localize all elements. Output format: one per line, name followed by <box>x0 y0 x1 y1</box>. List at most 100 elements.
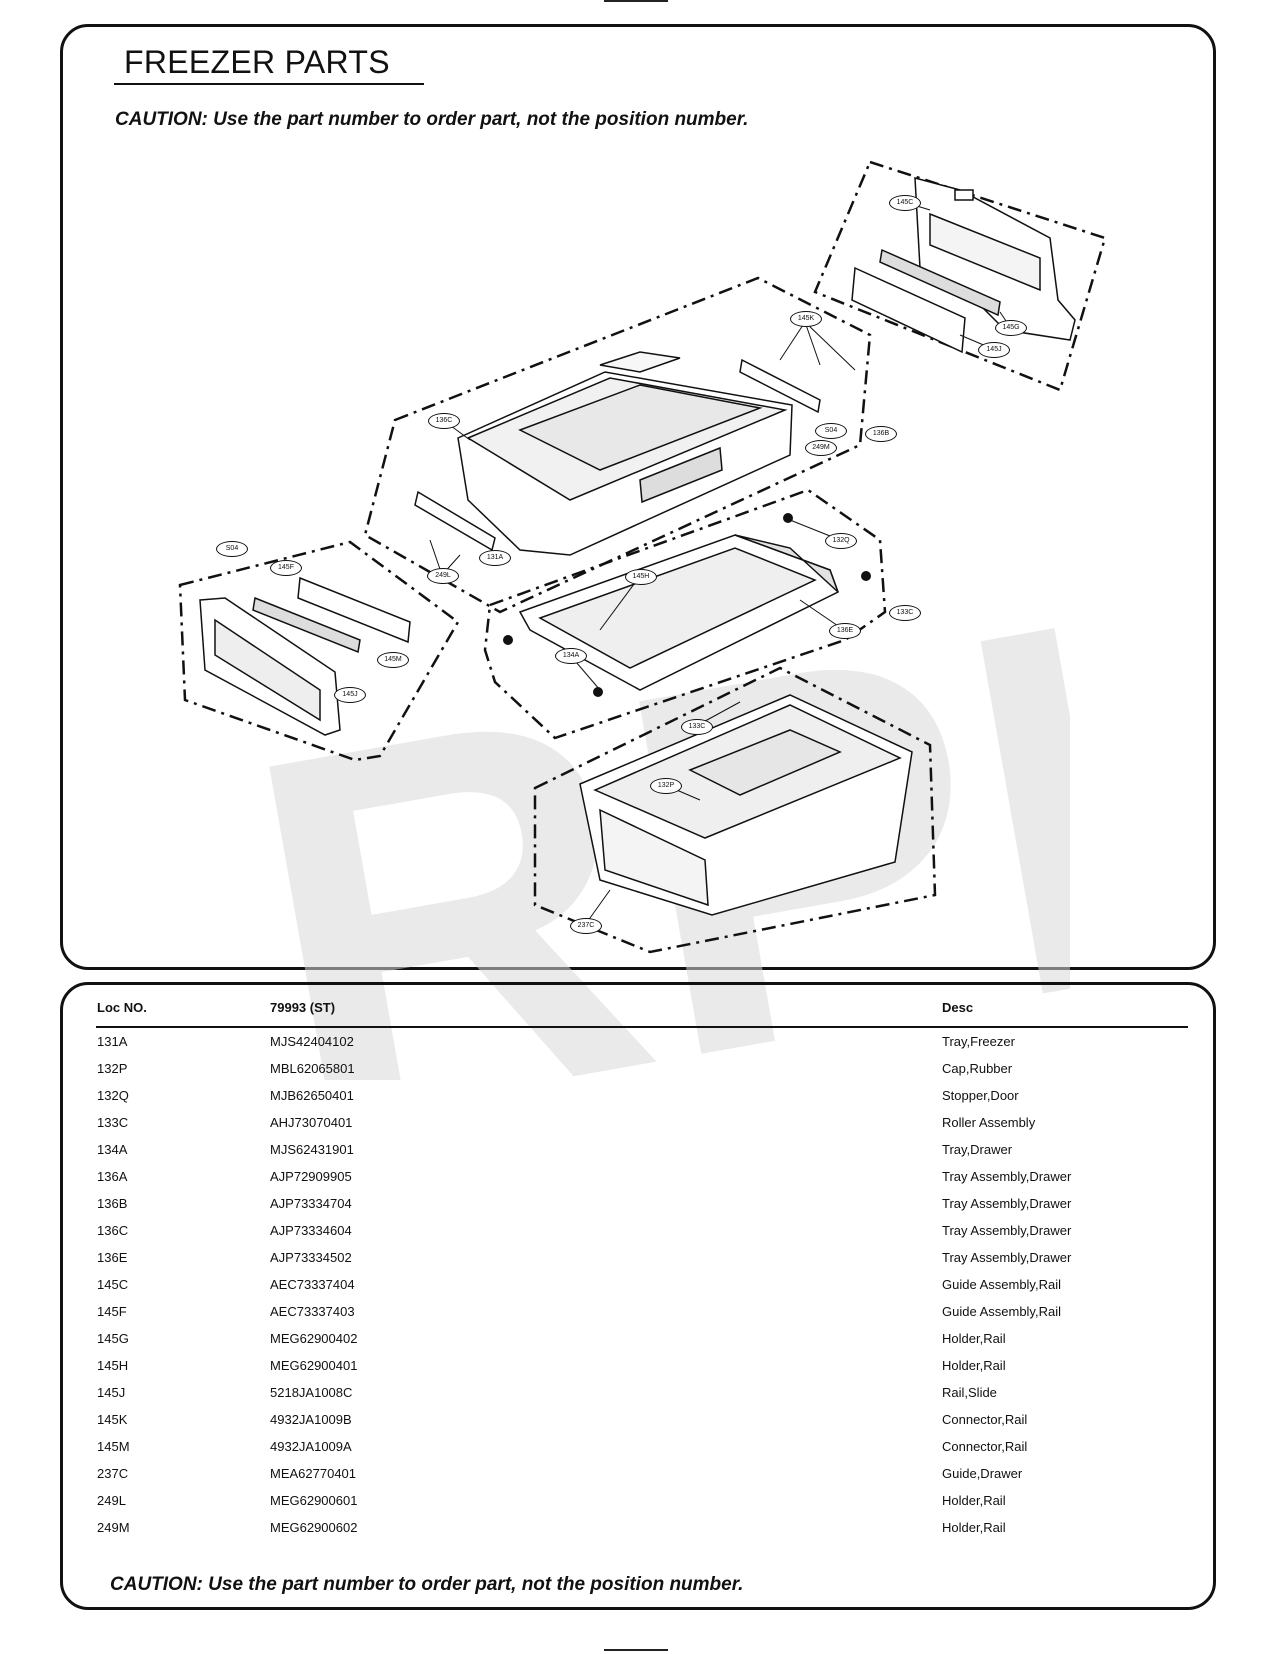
group-outline-136a <box>533 666 937 954</box>
table-cell-part-number: MEG62900402 <box>270 1331 358 1346</box>
table-cell-loc-no: 136A <box>97 1169 128 1184</box>
table-cell-loc-no: 145G <box>97 1331 129 1346</box>
table-cell-part-number: AJP72909905 <box>270 1169 352 1184</box>
exploded-parts-diagram <box>178 160 1107 954</box>
rail-holder-145h <box>199 597 341 736</box>
table-cell-loc-no: 136C <box>97 1223 129 1238</box>
callout-label: 249M <box>805 440 837 456</box>
diagram-panel <box>60 24 1216 970</box>
table-cell-part-number: 4932JA1009B <box>270 1412 352 1427</box>
table-cell-loc-no: 145K <box>97 1412 128 1427</box>
table-cell-description: Roller Assembly <box>942 1115 1036 1130</box>
callout-label: 145G <box>995 320 1027 336</box>
table-cell-description: Holder,Rail <box>942 1331 1006 1346</box>
callout-label: 136B <box>865 426 897 442</box>
table-cell-part-number: MEG62900401 <box>270 1358 358 1373</box>
callout-label: 145M <box>377 652 409 668</box>
callout-label: 134A <box>555 648 587 664</box>
callout-label: S04 <box>216 541 248 557</box>
table-cell-loc-no: 132P <box>97 1061 128 1076</box>
table-cell-part-number: MBL62065801 <box>270 1061 355 1076</box>
column-header-loc-no: Loc NO. <box>97 1000 147 1015</box>
table-cell-description: Tray Assembly,Drawer <box>942 1196 1072 1211</box>
callout-label: 131A <box>479 550 511 566</box>
table-cell-description: Tray Assembly,Drawer <box>942 1169 1072 1184</box>
table-cell-description: Tray Assembly,Drawer <box>942 1250 1072 1265</box>
callout-label: 136E <box>829 623 861 639</box>
roller-dots <box>503 513 871 697</box>
table-cell-description: Tray,Drawer <box>942 1142 1013 1157</box>
table-cell-loc-no: 132Q <box>97 1088 129 1103</box>
column-header-description: Desc <box>942 1000 974 1015</box>
table-cell-part-number: AEC73337403 <box>270 1304 355 1319</box>
page-bottom-mark <box>604 1649 668 1651</box>
table-cell-description: Holder,Rail <box>942 1493 1006 1508</box>
table-cell-loc-no: 145H <box>97 1358 129 1373</box>
caution-note-top: CAUTION: Use the part number to order pa… <box>115 109 749 130</box>
drawer-basket-136a <box>579 694 913 916</box>
table-cell-description: Cap,Rubber <box>942 1061 1013 1076</box>
table-cell-loc-no: 145F <box>97 1304 127 1319</box>
table-cell-loc-no: 145C <box>97 1277 129 1292</box>
table-cell-part-number: MEG62900601 <box>270 1493 358 1508</box>
table-cell-loc-no: 249L <box>97 1493 126 1508</box>
rail-holder-249m <box>739 358 821 414</box>
table-cell-description: Stopper,Door <box>942 1088 1019 1103</box>
callout-label: 237C <box>570 918 602 934</box>
group-outline-136e <box>483 488 887 740</box>
rail-holder-145g <box>914 177 1076 341</box>
table-cell-part-number: 4932JA1009A <box>270 1439 352 1454</box>
table-cell-loc-no: 145J <box>97 1385 126 1400</box>
callout-label: 136C <box>428 413 460 429</box>
column-header-part-number: 79993 (ST) <box>270 1000 336 1015</box>
table-cell-loc-no: 133C <box>97 1115 129 1130</box>
table-cell-loc-no: 136B <box>97 1196 128 1211</box>
slide-rail-145j <box>879 248 1001 317</box>
table-cell-part-number: MEG62900602 <box>270 1520 358 1535</box>
table-cell-description: Tray Assembly,Drawer <box>942 1223 1072 1238</box>
table-cell-description: Guide Assembly,Rail <box>942 1277 1061 1292</box>
table-cell-part-number: MEA62770401 <box>270 1466 357 1481</box>
caution-note-bottom: CAUTION: Use the part number to order pa… <box>110 1574 744 1595</box>
group-outline-145c <box>813 160 1107 392</box>
table-cell-description: Tray,Freezer <box>942 1034 1015 1049</box>
table-cell-part-number: AJP73334502 <box>270 1250 352 1265</box>
table-cell-description: Holder,Rail <box>942 1358 1006 1373</box>
table-cell-part-number: MJS62431901 <box>270 1142 354 1157</box>
table-cell-description: Guide,Drawer <box>942 1466 1023 1481</box>
callout-label: 145H <box>625 569 657 585</box>
table-cell-description: Rail,Slide <box>942 1385 997 1400</box>
table-cell-part-number: AHJ73070401 <box>270 1115 353 1130</box>
table-cell-loc-no: 134A <box>97 1142 128 1157</box>
callout-label: 145K <box>790 311 822 327</box>
table-cell-description: Connector,Rail <box>942 1439 1028 1454</box>
table-cell-loc-no: 145M <box>97 1439 130 1454</box>
group-outline-136c <box>363 276 872 614</box>
table-cell-part-number: MJB62650401 <box>270 1088 354 1103</box>
header-divider <box>96 1026 1188 1028</box>
table-cell-description: Guide Assembly,Rail <box>942 1304 1061 1319</box>
table-cell-loc-no: 136E <box>97 1250 128 1265</box>
leader-lines <box>429 201 1011 926</box>
page-title: FREEZER PARTS <box>124 44 390 80</box>
table-cell-part-number: AJP73334604 <box>270 1223 352 1238</box>
table-cell-part-number: AJP73334704 <box>270 1196 352 1211</box>
table-cell-description: Connector,Rail <box>942 1412 1028 1427</box>
callout-label: 145J <box>978 342 1010 358</box>
callout-label: 133C <box>681 719 713 735</box>
drawer-tray-134a <box>518 534 839 691</box>
table-cell-loc-no: 249M <box>97 1520 130 1535</box>
parts-table-panel <box>60 982 1216 1610</box>
rail-connector-145m <box>297 576 411 644</box>
table-cell-loc-no: 237C <box>97 1466 129 1481</box>
callout-label: 132Q <box>825 533 857 549</box>
group-outline-145f <box>178 540 460 762</box>
callout-label: 145F <box>270 560 302 576</box>
table-cell-part-number: MJS42404102 <box>270 1034 354 1049</box>
callout-label: S04 <box>815 423 847 439</box>
callout-label: 145C <box>889 195 921 211</box>
table-cell-description: Holder,Rail <box>942 1520 1006 1535</box>
callout-label: 249L <box>427 568 459 584</box>
callout-label: 133C <box>889 605 921 621</box>
table-cell-part-number: AEC73337404 <box>270 1277 355 1292</box>
